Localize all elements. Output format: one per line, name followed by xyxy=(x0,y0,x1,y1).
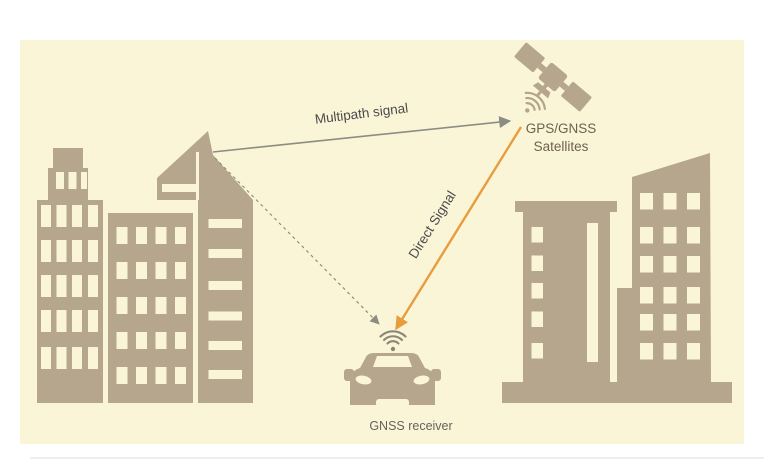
signal-paths xyxy=(212,116,523,331)
multipath-signal-arrow xyxy=(212,116,512,153)
satellite-label-line2: Satellites xyxy=(534,139,589,154)
building-icon-pointed-roof xyxy=(157,131,253,403)
wifi-signal-icon-receiver xyxy=(379,330,407,352)
satellite-icon xyxy=(514,42,592,113)
building-icon-mid-block xyxy=(108,213,193,403)
building-icon-right-complex xyxy=(502,153,732,403)
wifi-signal-icon-satellite xyxy=(524,91,546,113)
building-icon-left-tower xyxy=(37,148,103,403)
satellite-label-line1: GPS/GNSS xyxy=(526,121,597,136)
city-buildings-right xyxy=(502,153,732,403)
direct-signal-arrow xyxy=(394,126,523,331)
car-icon xyxy=(344,330,441,407)
receiver-label: GNSS receiver xyxy=(369,419,452,433)
city-buildings-left xyxy=(37,131,253,403)
